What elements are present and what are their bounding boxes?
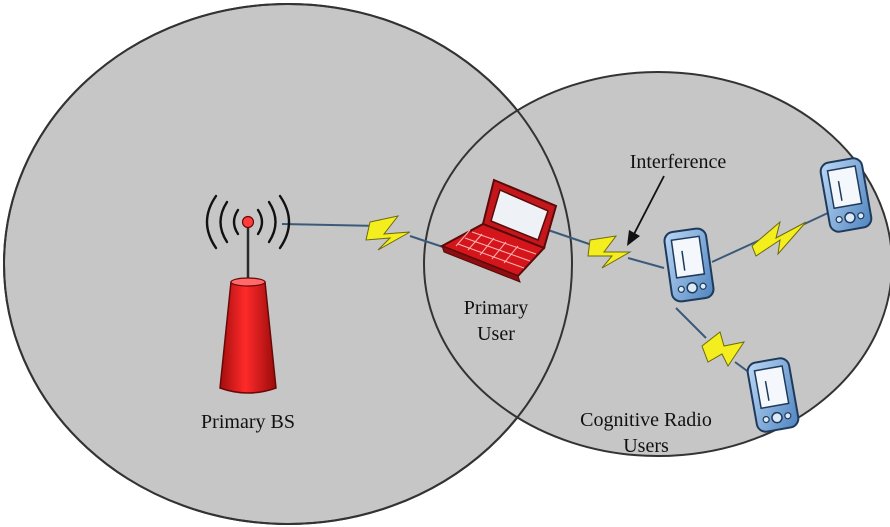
- antenna-icon: [219, 215, 277, 394]
- pda-icon: [662, 226, 716, 304]
- interference-label: Interference: [629, 151, 727, 173]
- links: [281, 211, 831, 377]
- link-pda-center-to-bottom: [675, 307, 707, 339]
- laptop-icon: [439, 178, 558, 283]
- lightning-bolt-icon: [701, 331, 746, 367]
- lightning-bolt-icon: [587, 235, 632, 269]
- primary-bs-label: Primary BS: [201, 411, 295, 433]
- primary-user-label-line2: User: [477, 323, 515, 345]
- link-bs-to-user: [281, 223, 381, 227]
- interference-arrow: [627, 175, 665, 246]
- lightning-bolt-icon: [751, 220, 807, 257]
- primary-cell-outline: [3, 3, 573, 525]
- radio-waves-icon: [205, 194, 291, 250]
- lightning-bolt-icon: [365, 215, 411, 251]
- primary-user-label-line1: Primary: [463, 297, 529, 319]
- cognitive-radio-label-line2: Users: [623, 435, 669, 457]
- link-user-to-pda-center-2: [627, 257, 665, 269]
- link-user-to-pda-center: [547, 229, 596, 247]
- link-pda-center-to-right: [711, 239, 761, 263]
- cognitive-radio-label-line1: Cognitive Radio: [580, 409, 712, 431]
